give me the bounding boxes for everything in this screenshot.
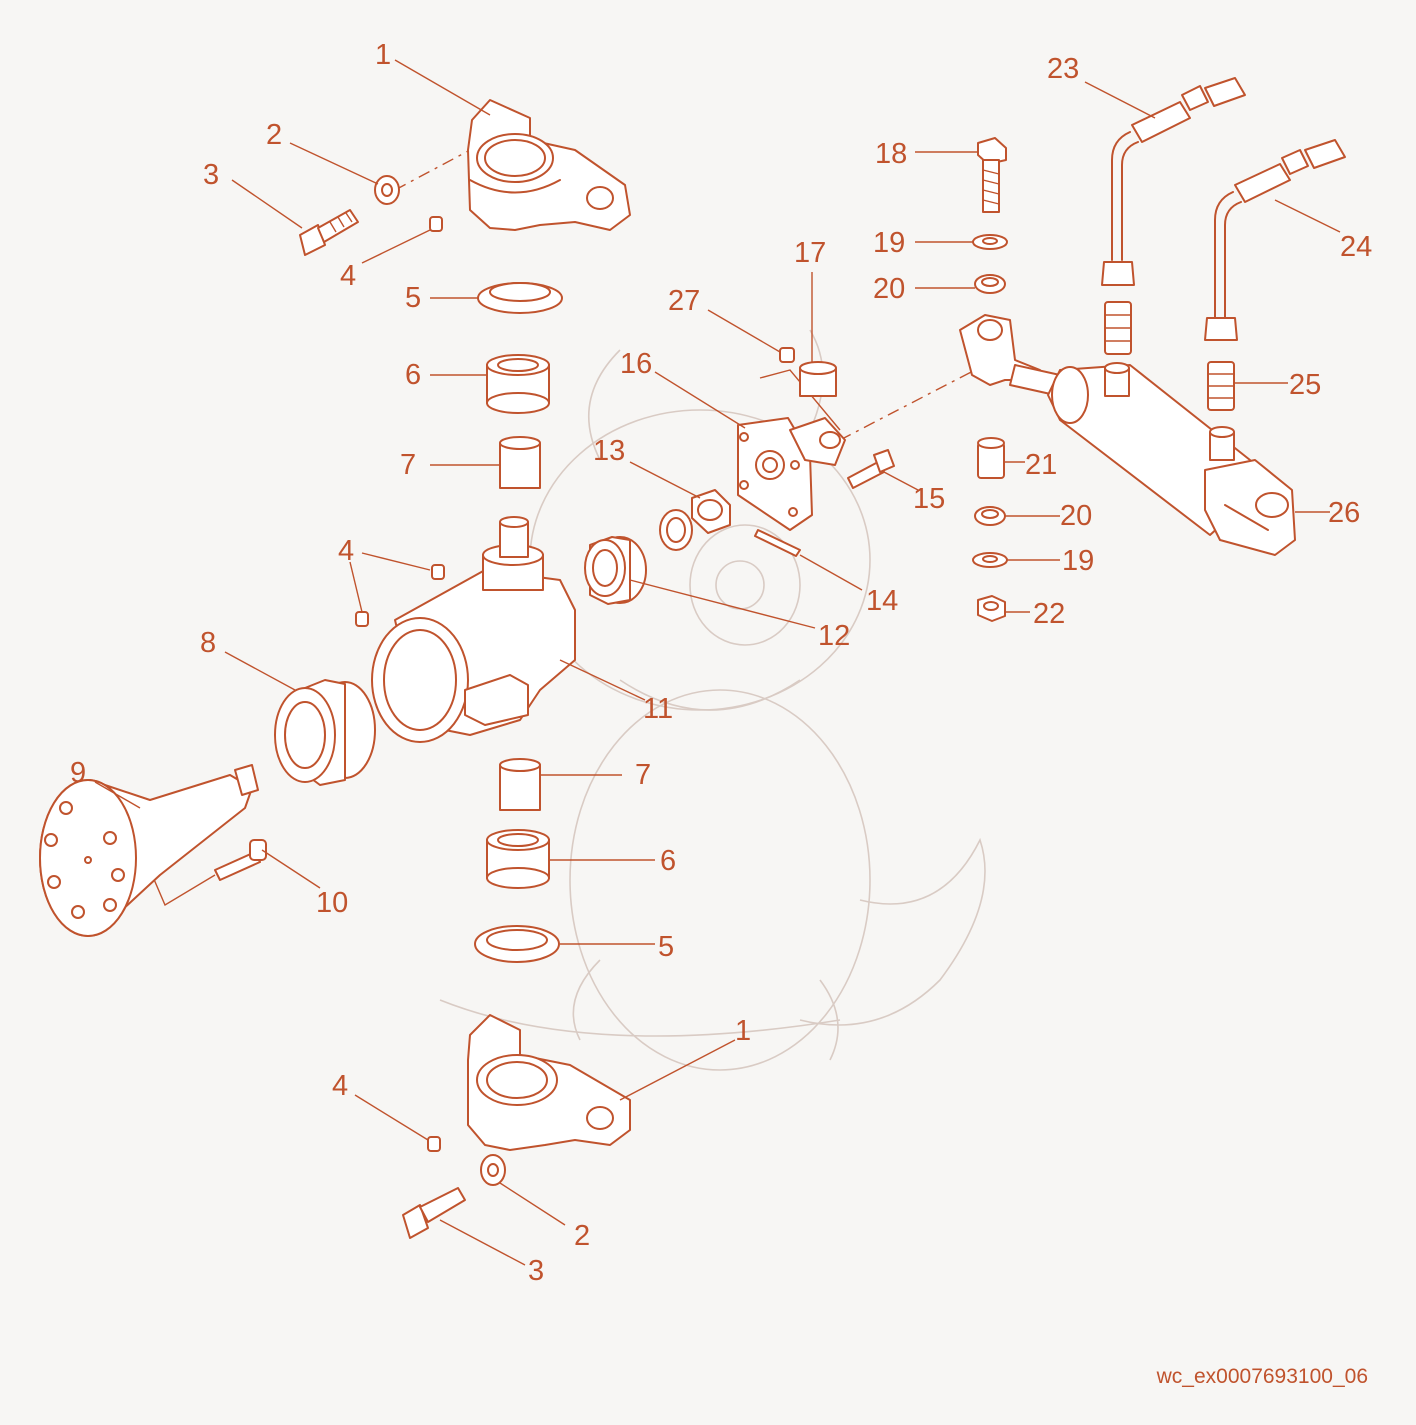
callout-15: 15 bbox=[913, 483, 945, 515]
callout-5-bottom: 5 bbox=[658, 931, 674, 963]
callout-14: 14 bbox=[866, 585, 898, 617]
callout-17: 17 bbox=[794, 237, 826, 269]
part-5-seal-bottom bbox=[474, 925, 560, 963]
part-25-hose-fitting-left bbox=[1104, 301, 1132, 355]
part-5-seal-top bbox=[477, 282, 563, 314]
part-3-bolt-top bbox=[299, 209, 359, 256]
callout-4-mid: 4 bbox=[338, 535, 354, 567]
callout-20-bottom: 20 bbox=[1060, 500, 1092, 532]
callout-labels: 1 2 3 4 5 6 7 4 8 9 10 11 7 6 5 1 4 2 3 … bbox=[70, 39, 1372, 1287]
callout-7-bottom: 7 bbox=[635, 759, 651, 791]
part-18-bolt bbox=[977, 137, 1007, 213]
part-1-lower-bracket bbox=[467, 1014, 631, 1151]
part-12-bearing-ring bbox=[584, 536, 647, 605]
callout-12: 12 bbox=[818, 620, 850, 652]
part-2-washer-bottom bbox=[480, 1154, 506, 1186]
part-9-spindle-hub bbox=[39, 764, 259, 937]
part-14-cotter-pin bbox=[754, 529, 801, 557]
part-15-bolt bbox=[847, 449, 895, 489]
part-19-washer-top bbox=[972, 234, 1008, 250]
callout-2-bottom: 2 bbox=[574, 1220, 590, 1252]
part-11-knuckle-housing bbox=[371, 516, 576, 743]
part-17-bushing bbox=[799, 361, 837, 397]
callout-22: 22 bbox=[1033, 598, 1065, 630]
callout-6-bottom: 6 bbox=[660, 845, 676, 877]
reference-code: wc_ex0007693100_06 bbox=[1156, 1365, 1368, 1388]
callout-16: 16 bbox=[620, 348, 652, 380]
part-3-bolt-bottom bbox=[402, 1187, 466, 1239]
part-27-fitting bbox=[779, 347, 795, 363]
callout-9: 9 bbox=[70, 757, 86, 789]
part-6-bearing-top bbox=[486, 354, 550, 414]
part-12-washer bbox=[659, 509, 693, 551]
part-7-bushing-bottom bbox=[499, 758, 541, 811]
part-10-bolt bbox=[214, 839, 267, 881]
callout-4-bottom: 4 bbox=[332, 1070, 348, 1102]
callout-8: 8 bbox=[200, 627, 216, 659]
part-20-lock-washer-bottom bbox=[974, 506, 1006, 526]
part-1-upper-bracket bbox=[467, 99, 631, 231]
part-25-hose-fitting-right bbox=[1207, 361, 1235, 411]
callout-6-top: 6 bbox=[405, 359, 421, 391]
part-23-hose bbox=[1101, 77, 1246, 286]
part-4-grease-fitting-mid-a bbox=[431, 564, 445, 580]
callout-1-top: 1 bbox=[375, 39, 391, 71]
part-20-lock-washer-top bbox=[974, 274, 1006, 294]
part-21-spacer bbox=[977, 437, 1005, 479]
callout-23: 23 bbox=[1047, 53, 1079, 85]
callout-7-top: 7 bbox=[400, 449, 416, 481]
callout-4-top: 4 bbox=[340, 260, 356, 292]
part-2-washer-top bbox=[374, 175, 400, 205]
part-26-hydraulic-cylinder bbox=[959, 314, 1296, 556]
leader-lines bbox=[94, 59, 1341, 1266]
part-22-nut bbox=[977, 595, 1006, 622]
callout-19-bottom: 19 bbox=[1062, 545, 1094, 577]
callout-25: 25 bbox=[1289, 369, 1321, 401]
callout-26: 26 bbox=[1328, 497, 1360, 529]
part-16-steering-arm bbox=[737, 417, 846, 531]
assembly-guide-lines bbox=[149, 149, 976, 907]
callout-21: 21 bbox=[1025, 449, 1057, 481]
callout-10: 10 bbox=[316, 887, 348, 919]
callout-3-bottom: 3 bbox=[528, 1255, 544, 1287]
part-7-bushing-top bbox=[499, 436, 541, 489]
part-6-bearing-bottom bbox=[486, 829, 550, 889]
callout-5-top: 5 bbox=[405, 282, 421, 314]
callout-13: 13 bbox=[593, 435, 625, 467]
part-4-grease-fitting-top bbox=[429, 216, 443, 232]
part-8-bearing bbox=[274, 679, 376, 786]
part-19-washer-bottom bbox=[972, 552, 1008, 568]
part-4-grease-fitting-mid-b bbox=[355, 611, 369, 627]
callout-24: 24 bbox=[1340, 231, 1372, 263]
part-13-castle-nut bbox=[691, 489, 731, 534]
callout-11: 11 bbox=[643, 693, 673, 725]
callout-27: 27 bbox=[668, 285, 700, 317]
callout-2-top: 2 bbox=[266, 119, 282, 151]
callout-1-bottom: 1 bbox=[735, 1015, 751, 1047]
part-4-grease-fitting-bottom bbox=[427, 1136, 441, 1152]
callout-20-top: 20 bbox=[873, 273, 905, 305]
callout-18: 18 bbox=[875, 138, 907, 170]
part-24-hose bbox=[1204, 139, 1346, 341]
callout-19-top: 19 bbox=[873, 227, 905, 259]
callout-3-top: 3 bbox=[203, 159, 219, 191]
